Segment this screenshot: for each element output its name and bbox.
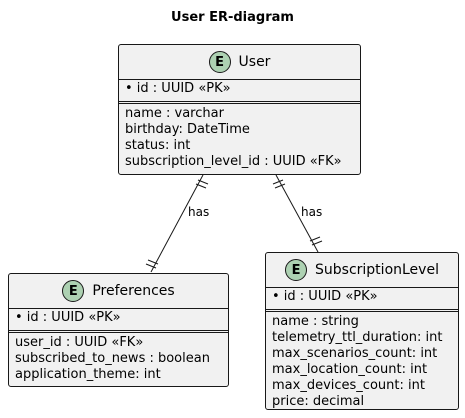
entity-user[interactable]: E User • id : UUID «PK» name : varchar b…: [118, 44, 361, 175]
field-list: user_id : UUID «FK» subscribed_to_news :…: [9, 333, 228, 386]
relation-label-user-preferences: has: [188, 205, 210, 219]
field: max_scenarios_count: int: [272, 346, 438, 361]
entity-name: User: [238, 54, 271, 70]
entity-icon: E: [62, 280, 85, 302]
primary-key-row: • id : UUID «PK»: [119, 79, 360, 99]
field: name : varchar: [125, 106, 224, 121]
field: application_theme: int: [15, 367, 161, 382]
primary-key: • id : UUID «PK»: [125, 81, 231, 96]
primary-key-row: • id : UUID «PK»: [266, 287, 458, 307]
entity-name: Preferences: [92, 283, 175, 299]
field: status: int: [125, 138, 191, 153]
field-list: name : varchar birthday: DateTime status…: [119, 104, 360, 173]
primary-key: • id : UUID «PK»: [15, 310, 121, 325]
field-list: name : string telemetry_ttl_duration: in…: [266, 312, 458, 413]
relation-label-user-subscription: has: [301, 205, 323, 219]
field: birthday: DateTime: [125, 122, 250, 137]
entity-icon: E: [285, 259, 308, 281]
field: user_id : UUID «FK»: [15, 335, 144, 350]
primary-key-row: • id : UUID «PK»: [9, 308, 228, 328]
field: telemetry_ttl_duration: int: [272, 330, 443, 345]
field: subscribed_to_news : boolean: [15, 351, 210, 366]
primary-key: • id : UUID «PK»: [272, 289, 378, 304]
field: name : string: [272, 314, 359, 329]
field: subscription_level_id : UUID «FK»: [125, 154, 342, 169]
link-user-preferences: [150, 174, 204, 273]
diagram-title: User ER-diagram: [171, 10, 294, 25]
field: max_devices_count: int: [272, 378, 425, 393]
entity-icon: E: [208, 51, 231, 73]
link-user-subscription: [275, 174, 319, 253]
field: price: decimal: [272, 394, 365, 409]
field: max_location_count: int: [272, 362, 428, 377]
entity-name: SubscriptionLevel: [315, 262, 439, 278]
entity-preferences[interactable]: E Preferences • id : UUID «PK» user_id :…: [8, 273, 229, 387]
entity-subscription-level[interactable]: E SubscriptionLevel • id : UUID «PK» nam…: [265, 252, 459, 410]
